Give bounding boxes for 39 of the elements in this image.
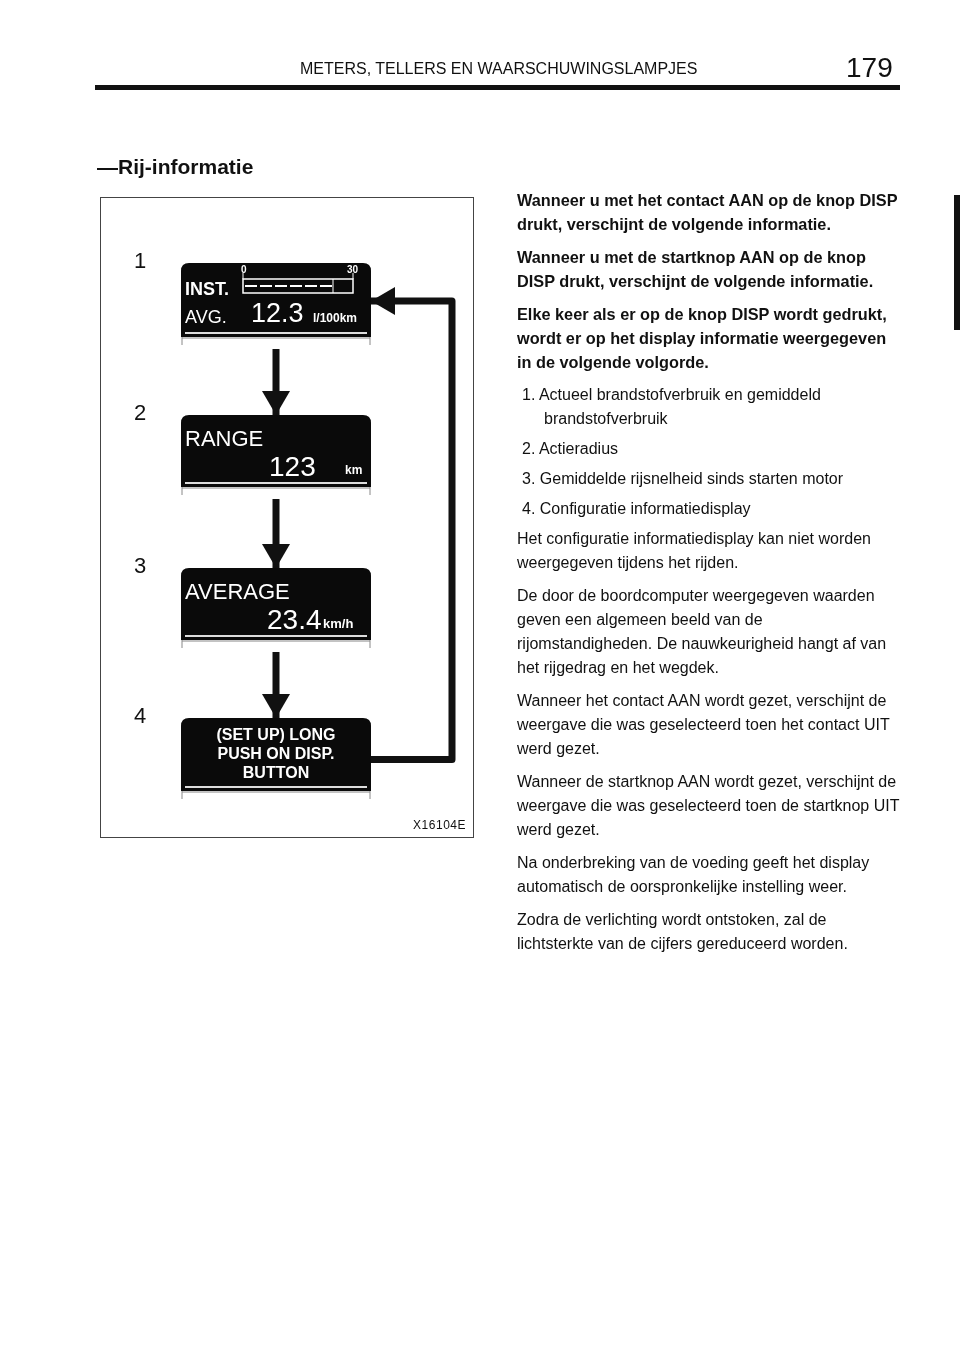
- display-text: 123: [269, 453, 316, 481]
- display-text: 12.3: [251, 300, 304, 327]
- body-paragraph: Wanneer de startknop AAN wordt gezet, verschijnt de weergave die was geselecteerd toen de startknop UIT werd gezet.: [517, 772, 901, 840]
- display-text: km/h: [323, 617, 354, 630]
- display-screen: [181, 415, 371, 495]
- step-number: 1: [134, 248, 147, 274]
- running-header: METERS, TELLERS EN WAARSCHUWINGSLAMPJES: [300, 60, 698, 78]
- list-item: 3. Gemiddelde rijsnelheid sinds starten motor: [521, 469, 845, 489]
- display-text: AVG.: [185, 308, 227, 326]
- section-title: —Rij‑informatie: [97, 155, 254, 179]
- step-number: 4: [134, 703, 147, 729]
- body-paragraph: Het configuratie informatiedisplay kan niet worden weergegeven tijdens het rijden.: [517, 529, 872, 573]
- body-paragraph: Na onderbreking van de voeding geeft het display automatisch de oorspronkelijke instelling weer.: [517, 853, 871, 897]
- display-text: 0: [241, 265, 247, 275]
- list-item: 4. Configuratie informatiedisplay: [521, 499, 752, 519]
- display-text: l/100km: [313, 312, 358, 324]
- body-paragraph: Zodra de verlichting wordt ontstoken, zal de lichtsterkte van de cijfers gereduceerd worden.: [517, 910, 849, 954]
- list-item: 1. Actueel brandstofverbruik en gemiddeld brandstofverbruik: [521, 385, 822, 429]
- page-number: 179: [846, 52, 893, 84]
- intro-paragraph: Wanneer u met de startknop AAN op de knop DISP drukt, verschijnt de volgende informatie.: [517, 247, 875, 292]
- flow-arrow: [371, 287, 456, 763]
- display-text: km: [345, 464, 363, 476]
- display-text: RANGE: [185, 428, 264, 450]
- list-item: 2. Actieradius: [521, 439, 620, 459]
- figure-code: X16104E: [413, 818, 466, 832]
- display-screen: [181, 568, 371, 648]
- intro-paragraph: Wanneer u met het contact AAN op de knop DISP drukt, verschijnt de volgende informatie.: [517, 190, 899, 235]
- display-text: (SET UP) LONG PUSH ON DISP. BUTTON: [215, 725, 337, 782]
- body-paragraph: Wanneer het contact AAN wordt gezet, verschijnt de weergave die was geselecteerd toen het contact UIT werd gezet.: [517, 691, 891, 759]
- display-text: 30: [347, 265, 359, 275]
- display-screen: [181, 263, 371, 345]
- display-text: AVERAGE: [185, 581, 290, 603]
- intro-paragraph: Elke keer als er op de knop DISP wordt gedrukt, wordt er op het display informatie weergegeven in de volgende volgorde.: [517, 304, 888, 373]
- display-screen: [181, 718, 371, 799]
- step-number: 3: [134, 553, 147, 579]
- display-text: 23.4: [267, 606, 322, 634]
- body-paragraph: De door de boordcomputer weergegeven waarden geven een algemeen beeld van de rijomstandigheden. De nauwkeurigheid hangt af van het rijgedrag en het wegdek.: [517, 586, 888, 678]
- step-number: 2: [134, 400, 147, 426]
- display-text: INST.: [185, 280, 229, 298]
